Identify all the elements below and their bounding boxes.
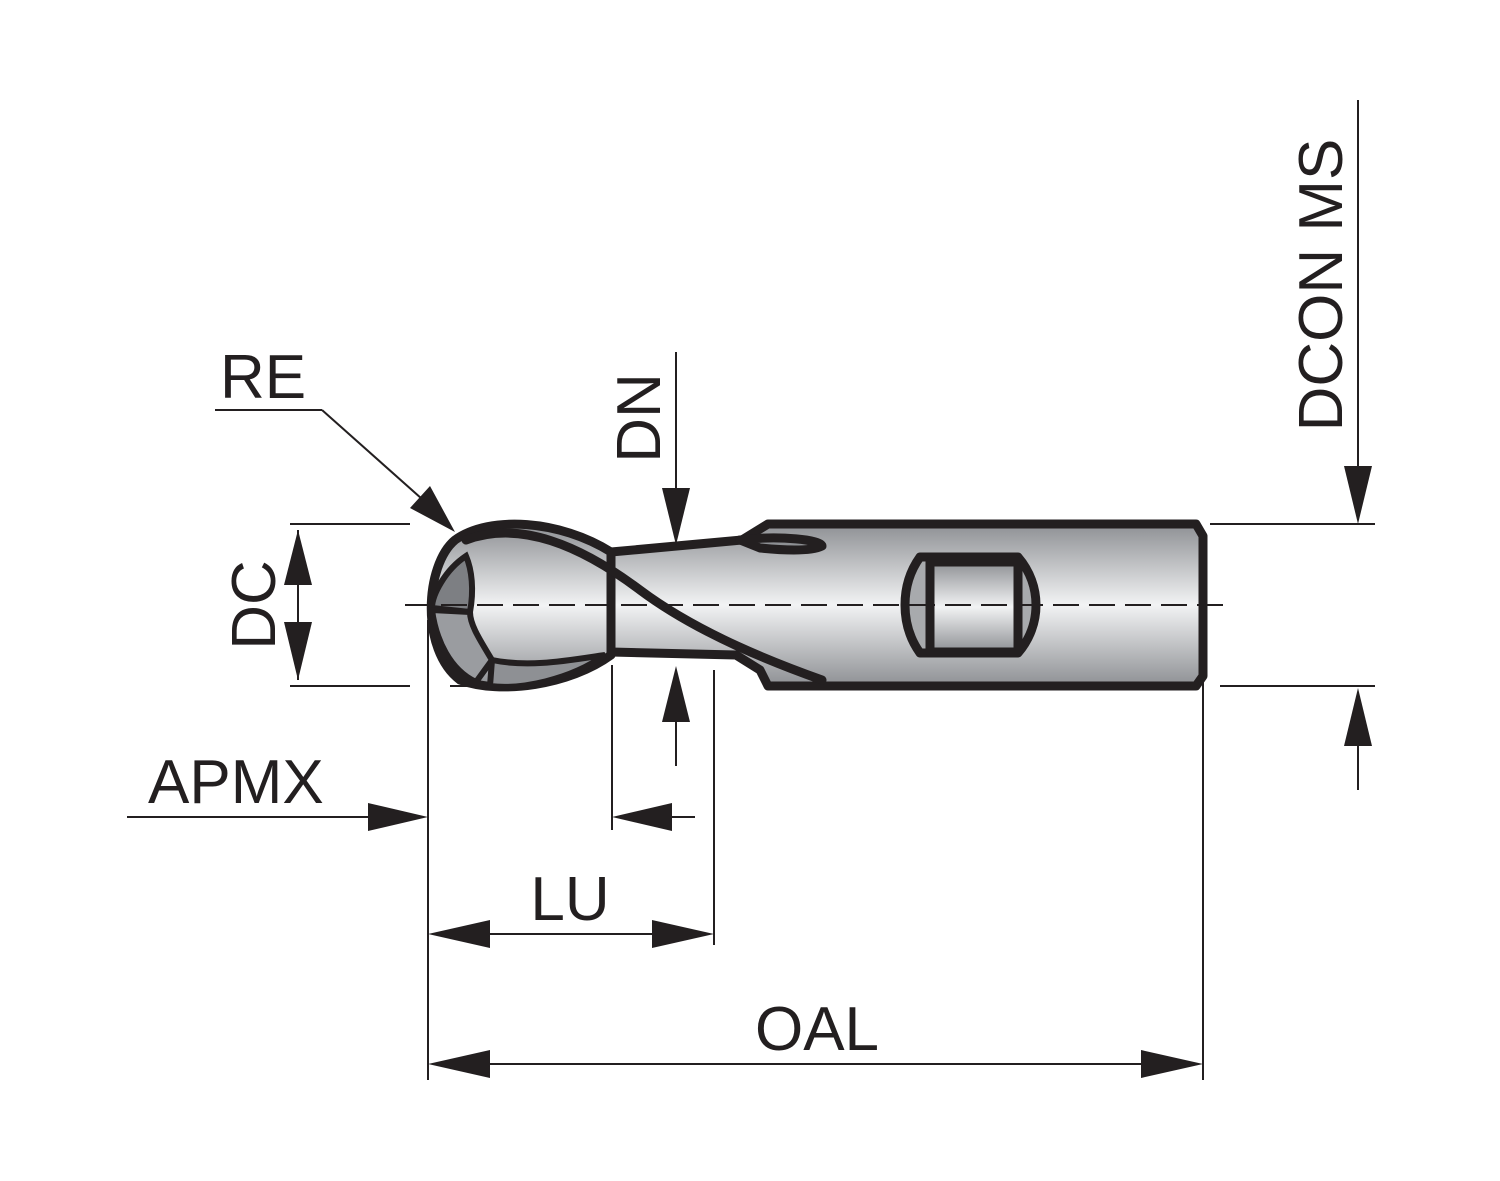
dimension-re: RE (215, 343, 455, 532)
label-re: RE (220, 343, 306, 412)
label-dcon-ms: DCON MS (1287, 139, 1356, 432)
dimension-lu: LU (428, 865, 714, 948)
label-dn: DN (605, 373, 674, 463)
dimension-oal: OAL (428, 995, 1203, 1078)
label-apmx: APMX (148, 748, 324, 817)
helical-flute-line (461, 528, 827, 685)
label-dc: DC (220, 560, 289, 650)
flute-runout (735, 533, 827, 555)
dimension-dn: DN (605, 352, 690, 766)
extension-lines (290, 523, 1375, 1080)
dimension-dc: DC (220, 530, 312, 680)
dimension-apmx: APMX (127, 748, 695, 831)
label-oal: OAL (755, 995, 879, 1064)
weldon-flat (925, 557, 1023, 657)
end-mill-tool (426, 519, 1208, 692)
cutting-edge-facet-lower (428, 606, 496, 686)
flute-recess-lower (486, 652, 607, 690)
label-lu: LU (530, 865, 609, 934)
dimension-dcon-ms: DCON MS (1287, 100, 1372, 790)
